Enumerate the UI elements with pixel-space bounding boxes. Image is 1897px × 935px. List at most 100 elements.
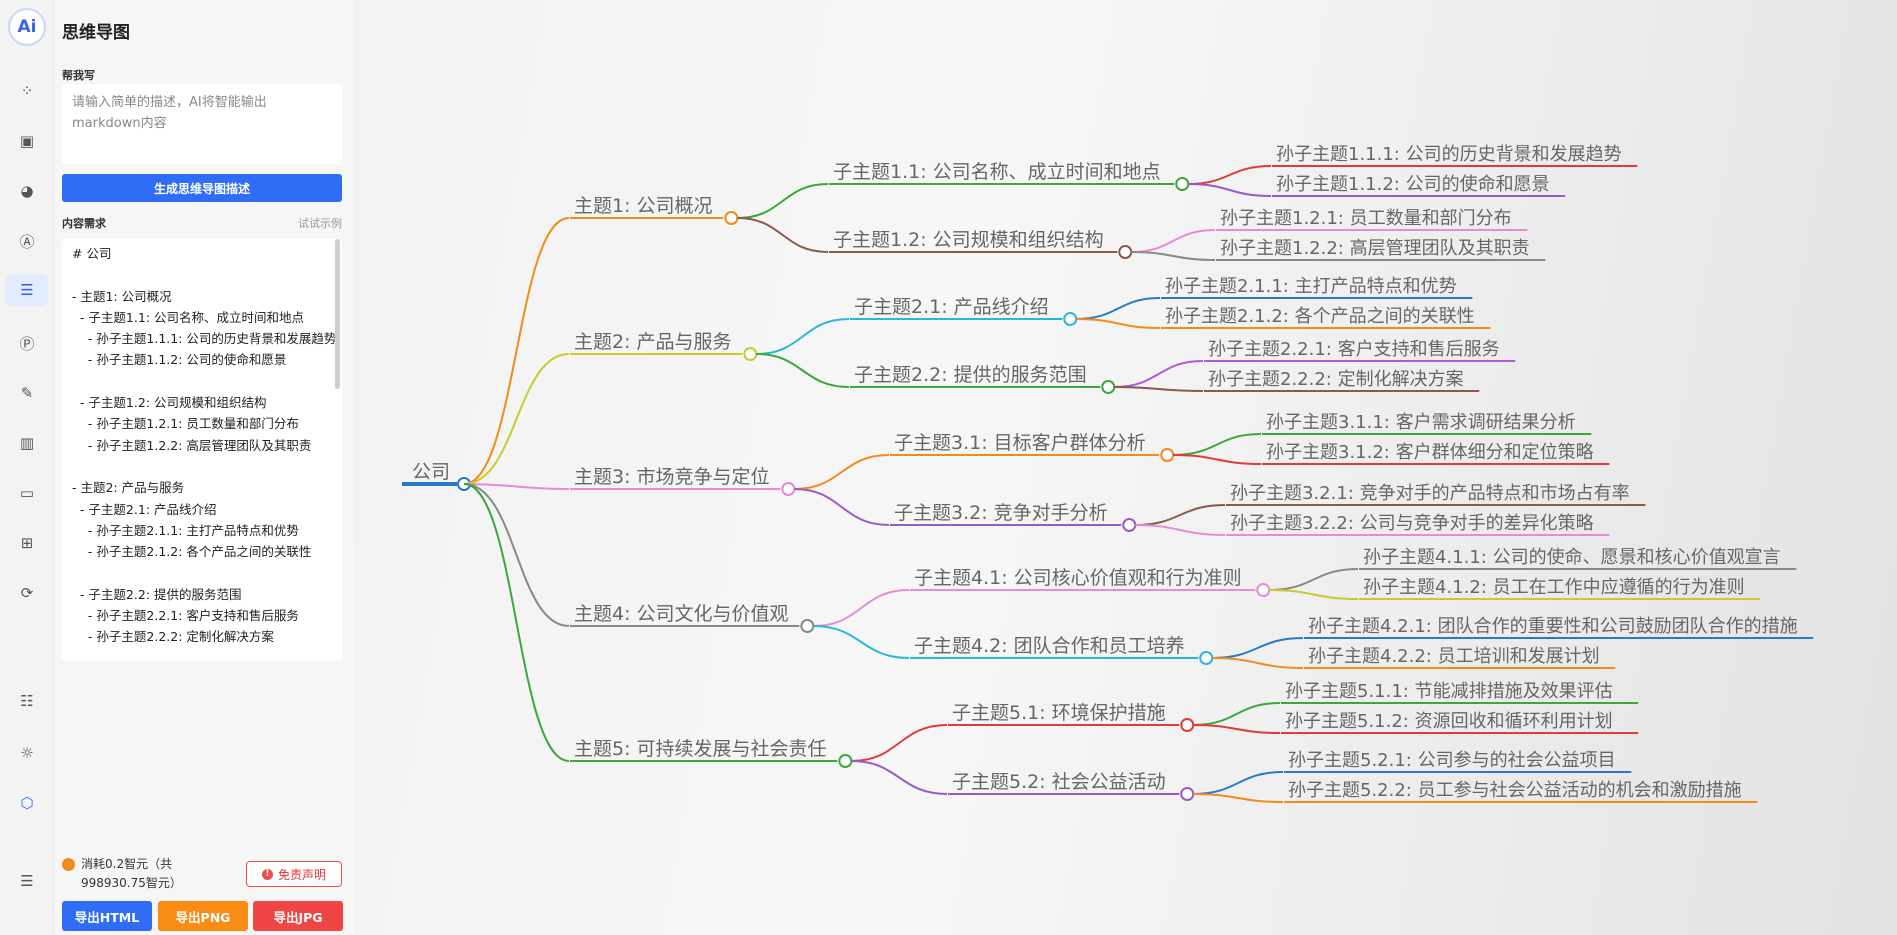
subtopic-dot — [1118, 245, 1133, 259]
topic-dot — [781, 482, 796, 496]
markdown-line: - 子主题2.2: 提供的服务范围 — [72, 586, 242, 602]
cost-info: 消耗0.2智元（共998930.75智元） — [62, 855, 222, 893]
topic-branch — [463, 353, 570, 485]
markdown-line: - 子主题1.2: 公司规模和组织结构 — [72, 395, 267, 411]
markdown-line: - 孙子主题1.2.2: 高层管理团队及其职责 — [72, 437, 312, 453]
toggle-settings-icon[interactable]: ☷ — [20, 692, 34, 710]
subtopic-node: 子主题2.2: 提供的服务范围 — [854, 364, 1087, 386]
subtopic-node: 子主题1.2: 公司规模和组织结构 — [833, 229, 1104, 251]
leaf-node: 孙子主题1.2.1: 员工数量和部门分布 — [1220, 208, 1512, 229]
leaf-node: 孙子主题4.1.2: 员工在工作中应遵循的行为准则 — [1363, 577, 1745, 598]
markdown-line: - 子主题2.1: 产品线介绍 — [72, 501, 217, 517]
export-png-button[interactable]: 导出PNG — [158, 901, 248, 931]
leaf-branch — [1135, 504, 1226, 526]
prompt-input[interactable]: 请输入简单的描述，AI将智能输出markdown内容 — [62, 84, 342, 164]
leaf-branch — [1173, 433, 1262, 456]
subtopic-dot — [1256, 583, 1271, 597]
markdown-line — [72, 562, 342, 583]
generate-button[interactable]: 生成思维导图描述 — [62, 174, 342, 202]
export-jpg-button[interactable]: 导出JPG — [253, 901, 343, 931]
subtopic-dot — [1122, 518, 1137, 532]
palette-icon[interactable]: ◕ — [20, 182, 34, 200]
leaf-node: 孙子主题3.2.1: 竞争对手的产品特点和市场占有率 — [1230, 483, 1630, 504]
leaf-branch — [1212, 657, 1304, 669]
disclaimer-label: 免责声明 — [277, 867, 326, 882]
leaf-branch — [1193, 702, 1281, 726]
editor-scrollbar[interactable] — [335, 239, 340, 389]
leaf-branch — [1114, 386, 1204, 392]
leaf-node: 孙子主题2.2.2: 定制化解决方案 — [1208, 369, 1464, 390]
cost-text: 消耗0.2智元（共998930.75智元） — [81, 857, 182, 890]
subtopic-dot — [1180, 787, 1195, 801]
leaf-node: 孙子主题2.1.2: 各个产品之间的关联性 — [1165, 306, 1475, 327]
subtopic-dot — [1180, 718, 1195, 732]
subtopic-branch — [851, 760, 948, 795]
topic-node: 主题3: 市场竞争与定位 — [574, 466, 770, 488]
leaf-node: 孙子主题3.1.1: 客户需求调研结果分析 — [1266, 412, 1576, 433]
document-icon[interactable]: ▣ — [19, 132, 35, 150]
leaf-node: 孙子主题5.1.1: 节能减排措施及效果评估 — [1285, 681, 1613, 702]
subtopic-node: 子主题5.2: 社会公益活动 — [952, 771, 1166, 793]
topic-branch — [463, 217, 570, 485]
grid-icon[interactable]: ⊞ — [20, 534, 34, 552]
article-icon[interactable]: ☰ — [6, 274, 48, 306]
leaf-branch — [1131, 229, 1216, 253]
export-html-button[interactable]: 导出HTML — [62, 901, 152, 931]
leaf-node: 孙子主题5.2.2: 员工参与社会公益活动的机会和激励措施 — [1288, 780, 1742, 801]
leaf-node: 孙子主题4.1.1: 公司的使命、愿景和核心价值观宣言 — [1363, 547, 1781, 568]
sun-icon[interactable]: ☼ — [20, 744, 34, 762]
side-panel: 思维导图 帮我写 请输入简单的描述，AI将智能输出markdown内容 生成思维… — [54, 0, 354, 935]
topic-node: 主题2: 产品与服务 — [574, 331, 732, 353]
leaf-branch — [1193, 771, 1284, 795]
markdown-line: - 子主题1.1: 公司名称、成立时间和地点 — [72, 309, 305, 325]
markdown-line: - 孙子主题1.2.1: 员工数量和部门分布 — [72, 416, 299, 432]
app-logo[interactable]: Ai — [8, 8, 46, 46]
subtopic-branch — [737, 183, 829, 219]
leaf-node: 孙子主题5.2.1: 公司参与的社会公益项目 — [1288, 750, 1616, 771]
subtopic-node: 子主题1.1: 公司名称、成立时间和地点 — [833, 161, 1161, 183]
markdown-line: - 主题1: 公司概况 — [72, 288, 172, 304]
markdown-line: - 孙子主题2.2.2: 定制化解决方案 — [72, 629, 274, 645]
topic-branch — [463, 483, 570, 627]
mindmap-nodes-icon[interactable]: ⁘ — [20, 82, 34, 100]
subtopic-branch — [737, 217, 829, 253]
collapse-menu-icon[interactable]: ☰ — [20, 872, 34, 890]
card-code-icon[interactable]: ▭ — [19, 484, 35, 502]
content-label: 内容需求 — [62, 217, 106, 230]
library-icon[interactable]: ▥ — [19, 434, 35, 452]
subtopic-branch — [756, 318, 850, 355]
leaf-node: 孙子主题4.2.1: 团队合作的重要性和公司鼓励团队合作的措施 — [1308, 616, 1798, 637]
edit-doc-icon[interactable]: ✎ — [20, 384, 34, 402]
leaf-branch — [1193, 724, 1281, 734]
topic-dot — [800, 619, 815, 633]
example-link[interactable]: 试试示例 — [298, 217, 342, 230]
subtopic-node: 子主题4.2: 团队合作和员工培养 — [914, 635, 1185, 657]
leaf-branch — [1076, 297, 1161, 320]
mindmap-canvas[interactable]: 公司主题1: 公司概况子主题1.1: 公司名称、成立时间和地点孙子主题1.1.1… — [354, 0, 1897, 935]
disclaimer-button[interactable]: ! 免责声明 — [246, 861, 342, 887]
leaf-node: 孙子主题5.1.2: 资源回收和循环利用计划 — [1285, 711, 1613, 732]
subtopic-branch — [794, 454, 890, 490]
leaf-node: 孙子主题2.1.1: 主打产品特点和优势 — [1165, 276, 1457, 297]
markdown-line — [72, 264, 342, 285]
hex-icon[interactable]: ⬡ — [20, 794, 34, 812]
leaf-branch — [1269, 568, 1359, 591]
markdown-line: - 孙子主题1.1.2: 公司的使命和愿景 — [72, 352, 287, 368]
refresh-icon[interactable]: ⟳ — [20, 584, 34, 602]
leaf-branch — [1188, 183, 1272, 197]
topic-node: 主题1: 公司概况 — [574, 195, 713, 217]
ai-text-icon[interactable]: Ⓐ — [19, 232, 35, 251]
leaf-branch — [1212, 637, 1304, 659]
subtopic-node: 子主题3.2: 竞争对手分析 — [894, 502, 1108, 524]
markdown-editor[interactable]: # 公司 - 主题1: 公司概况 - 子主题1.1: 公司名称、成立时间和地点 … — [62, 239, 342, 661]
alert-icon: ! — [261, 868, 273, 880]
page-title: 思维导图 — [62, 23, 130, 43]
markdown-line — [72, 371, 342, 392]
leaf-node: 孙子主题2.2.1: 客户支持和售后服务 — [1208, 339, 1500, 360]
leaf-node: 孙子主题3.1.2: 客户群体细分和定位策略 — [1266, 442, 1594, 463]
markdown-line: - 孙子主题2.1.1: 主打产品特点和优势 — [72, 522, 299, 538]
ppt-icon[interactable]: Ⓟ — [19, 334, 35, 353]
topic-node: 主题5: 可持续发展与社会责任 — [574, 738, 827, 760]
leaf-node: 孙子主题4.2.2: 员工培训和发展计划 — [1308, 646, 1600, 667]
